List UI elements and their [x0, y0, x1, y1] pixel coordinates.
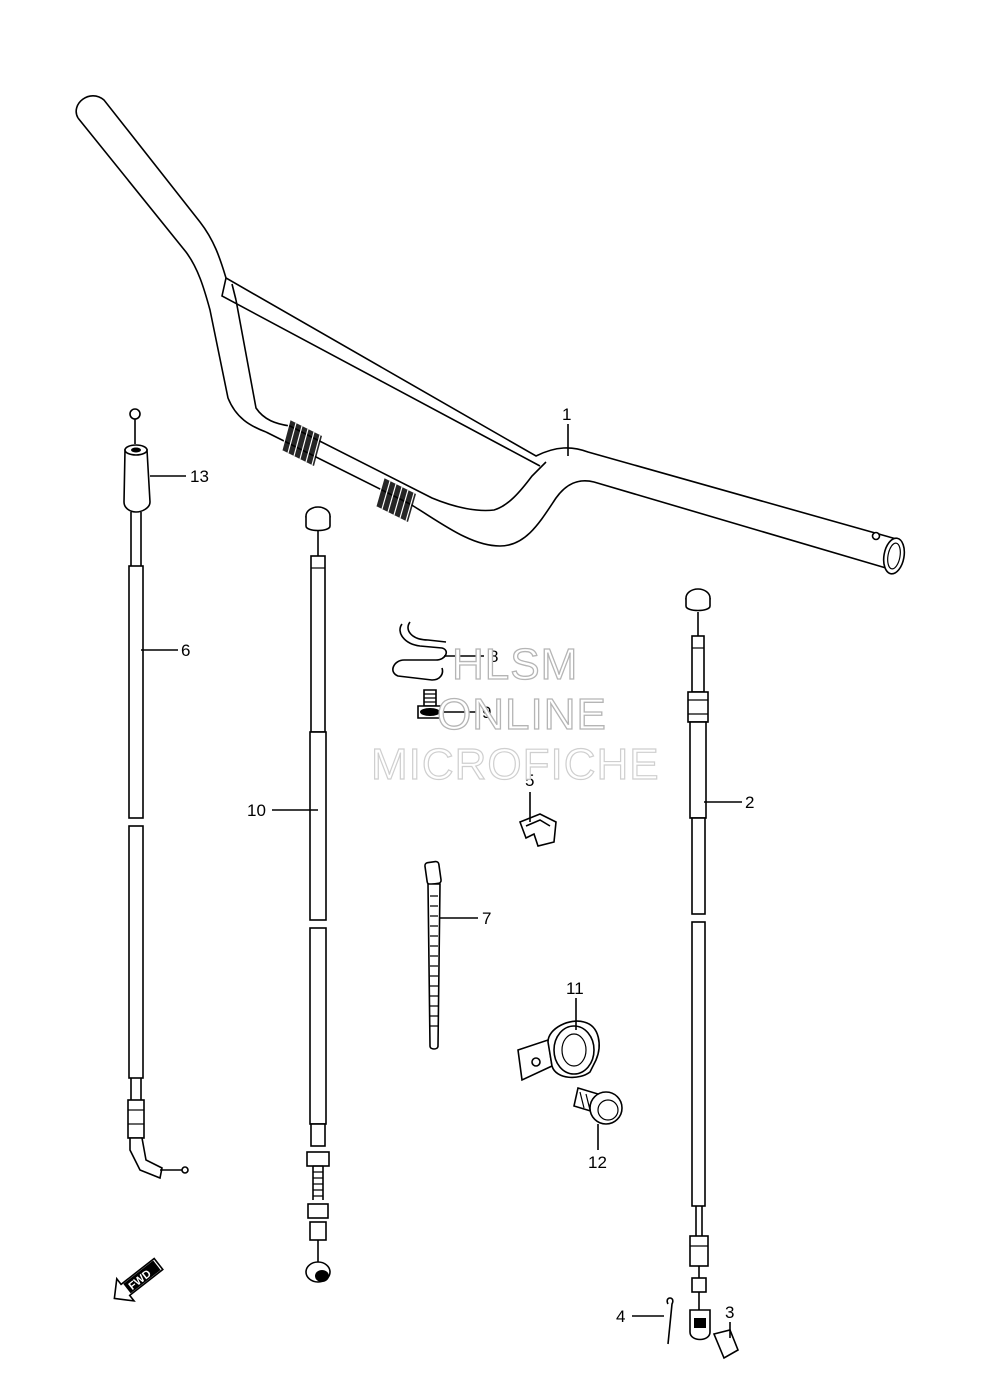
- watermark-line-3: MICROFICHE: [370, 739, 660, 789]
- callout-7: 7: [482, 909, 491, 928]
- watermark-line-2: ONLINE: [436, 689, 607, 739]
- callout-5: 5: [525, 771, 534, 790]
- callout-11: 11: [566, 979, 584, 998]
- callout-8: 8: [489, 647, 498, 666]
- clamp-11: [517, 1020, 600, 1082]
- handlebar: [75, 94, 906, 575]
- callout-10: 10: [247, 801, 266, 820]
- callout-4: 4: [616, 1307, 625, 1326]
- leader-lines: [141, 424, 742, 1338]
- bolt-9: [417, 689, 443, 719]
- wire-clip-8: [392, 621, 448, 681]
- callout-2: 2: [745, 793, 754, 812]
- knurl-band-right: [375, 477, 416, 522]
- bolt-12: [573, 1086, 623, 1125]
- watermark-line-1: HLSM: [451, 639, 579, 689]
- callout-9: 9: [482, 703, 491, 722]
- knurl-band-left: [281, 419, 322, 466]
- callout-3: 3: [725, 1303, 734, 1322]
- throttle-cable-center: [305, 506, 331, 1283]
- callout-6: 6: [181, 641, 190, 660]
- fwd-arrow: FWD: [113, 1257, 164, 1302]
- clamp-5: [518, 813, 557, 847]
- callout-13: 13: [190, 467, 209, 486]
- callout-12: 12: [588, 1153, 607, 1172]
- callout-1: 1: [562, 405, 571, 424]
- clutch-cable-right: [666, 588, 740, 1360]
- throttle-cable-left: [123, 408, 189, 1180]
- cable-tie-7: [424, 860, 442, 1050]
- callouts: 1 2 3 4 5 6 7 8 9 10 11 12 13: [181, 405, 754, 1326]
